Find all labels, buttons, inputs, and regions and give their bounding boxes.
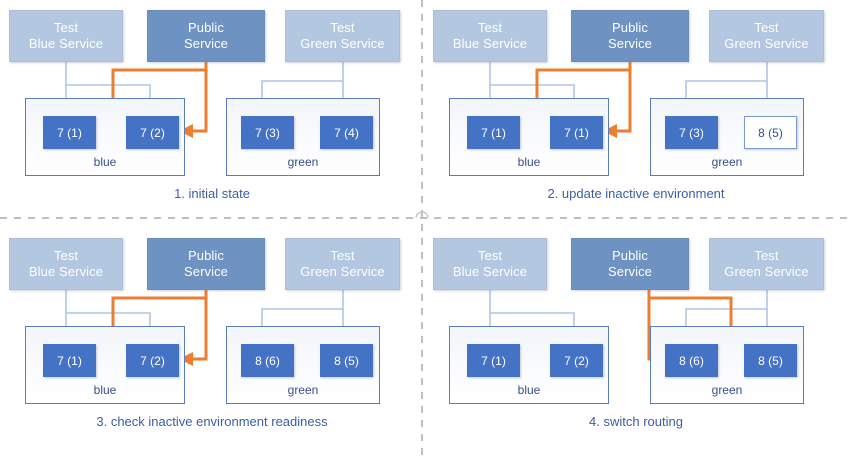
service-test-green-line2: Green Service: [724, 264, 809, 279]
instance-box[interactable]: 7 (1): [550, 116, 603, 149]
panel-caption: 1. initial state: [174, 186, 250, 201]
service-test-green-line2: Green Service: [300, 36, 385, 51]
vertical-divider: [421, 0, 423, 456]
environment-label-blue: blue: [93, 383, 117, 397]
service-test-blue-line1: Test: [477, 20, 503, 35]
environment-green: 7 (3) 8 (5) green: [650, 98, 804, 176]
service-public-line1: Public: [611, 20, 648, 35]
environment-green: 7 (3) 7 (4) green: [226, 98, 380, 176]
service-test-blue-line1: Test: [53, 248, 79, 263]
service-test-blue-line2: Blue Service: [28, 36, 104, 51]
environment-blue: 7 (1) 7 (2) blue: [25, 326, 185, 404]
environment-blue: 7 (1) 7 (2) blue: [25, 98, 185, 176]
panel-caption: 3. check inactive environment readiness: [96, 414, 328, 429]
service-public-line2: Service: [183, 36, 229, 51]
instance-box[interactable]: 8 (5): [744, 116, 797, 149]
service-test-blue-line1: Test: [477, 248, 503, 263]
service-public-line1: Public: [187, 20, 224, 35]
instance-box[interactable]: 7 (2): [126, 344, 179, 377]
service-public-line2: Service: [183, 264, 229, 279]
horizontal-divider: [0, 217, 848, 219]
service-test-green-line2: Green Service: [724, 36, 809, 51]
environment-label-blue: blue: [93, 155, 117, 169]
panel-caption: 4. switch routing: [589, 414, 683, 429]
instance-box[interactable]: 8 (5): [744, 344, 797, 377]
service-public-line2: Service: [607, 264, 653, 279]
instance-box[interactable]: 8 (6): [665, 344, 718, 377]
service-test-blue-line1: Test: [53, 20, 79, 35]
instance-box[interactable]: 8 (6): [241, 344, 294, 377]
environment-label-green: green: [287, 155, 319, 169]
environment-green: 8 (6) 8 (5) green: [650, 326, 804, 404]
instance-box[interactable]: 7 (1): [43, 344, 96, 377]
environment-blue: 7 (1) 7 (2) blue: [449, 326, 609, 404]
instance-box[interactable]: 7 (2): [550, 344, 603, 377]
panel-caption: 2. update inactive environment: [547, 186, 725, 201]
instance-box[interactable]: 7 (1): [43, 116, 96, 149]
instance-box[interactable]: 7 (2): [126, 116, 179, 149]
environment-label-green: green: [711, 155, 743, 169]
divider-crossing-hop-icon: [415, 211, 429, 219]
service-public-line1: Public: [187, 248, 224, 263]
instance-box[interactable]: 7 (1): [467, 344, 520, 377]
service-public-line1: Public: [611, 248, 648, 263]
service-test-green-line1: Test: [754, 20, 779, 35]
service-test-green-line1: Test: [330, 248, 355, 263]
environment-green: 8 (6) 8 (5) green: [226, 326, 380, 404]
service-test-blue-line2: Blue Service: [452, 36, 528, 51]
service-test-green-line1: Test: [330, 20, 355, 35]
service-public-line2: Service: [607, 36, 653, 51]
service-test-green-line1: Test: [754, 248, 779, 263]
instance-box[interactable]: 8 (5): [320, 344, 373, 377]
environment-blue: 7 (1) 7 (1) blue: [449, 98, 609, 176]
environment-label-blue: blue: [517, 383, 541, 397]
service-test-green-line2: Green Service: [300, 264, 385, 279]
instance-box[interactable]: 7 (3): [241, 116, 294, 149]
service-test-blue-line2: Blue Service: [452, 264, 528, 279]
instance-box[interactable]: 7 (4): [320, 116, 373, 149]
instance-box[interactable]: 7 (3): [665, 116, 718, 149]
environment-label-green: green: [711, 383, 743, 397]
environment-label-green: green: [287, 383, 319, 397]
environment-label-blue: blue: [517, 155, 541, 169]
instance-box[interactable]: 7 (1): [467, 116, 520, 149]
service-test-blue-line2: Blue Service: [28, 264, 104, 279]
